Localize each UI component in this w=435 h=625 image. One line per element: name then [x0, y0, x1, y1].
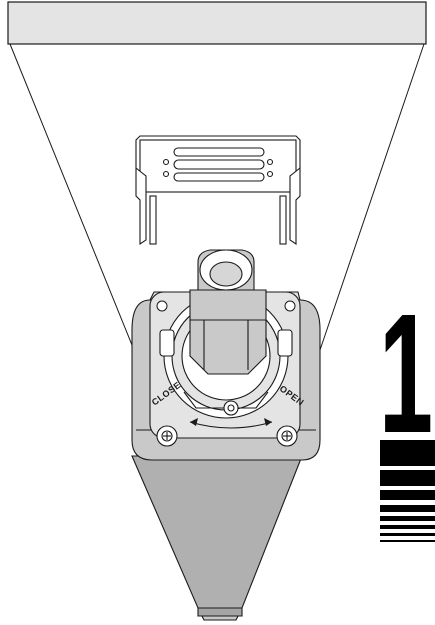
projection-lines — [9, 43, 425, 351]
screw-right — [276, 425, 298, 447]
stripe-8 — [380, 540, 435, 542]
rotation-arrow — [189, 421, 273, 429]
lock-screw — [223, 400, 239, 416]
step-number: 1 — [379, 279, 433, 469]
ceiling-panel — [7, 1, 427, 45]
stripe-6 — [380, 525, 435, 529]
device-lower-cone — [131, 455, 303, 621]
screw-top-left — [156, 300, 168, 312]
stripe-1 — [380, 440, 435, 466]
step-indicator: 1 — [379, 279, 435, 542]
stripe-4 — [380, 505, 435, 512]
stripe-5 — [380, 516, 435, 521]
rotation-arrowhead-left — [190, 418, 198, 426]
screw-top-right — [284, 300, 296, 312]
mounting-bracket — [135, 135, 301, 246]
cable-gland — [189, 249, 267, 375]
stripe-3 — [380, 490, 435, 500]
screw-left — [156, 425, 178, 447]
stripe-2 — [380, 470, 435, 486]
stripe-7 — [380, 533, 435, 536]
rotation-arrowhead-right — [264, 418, 272, 426]
